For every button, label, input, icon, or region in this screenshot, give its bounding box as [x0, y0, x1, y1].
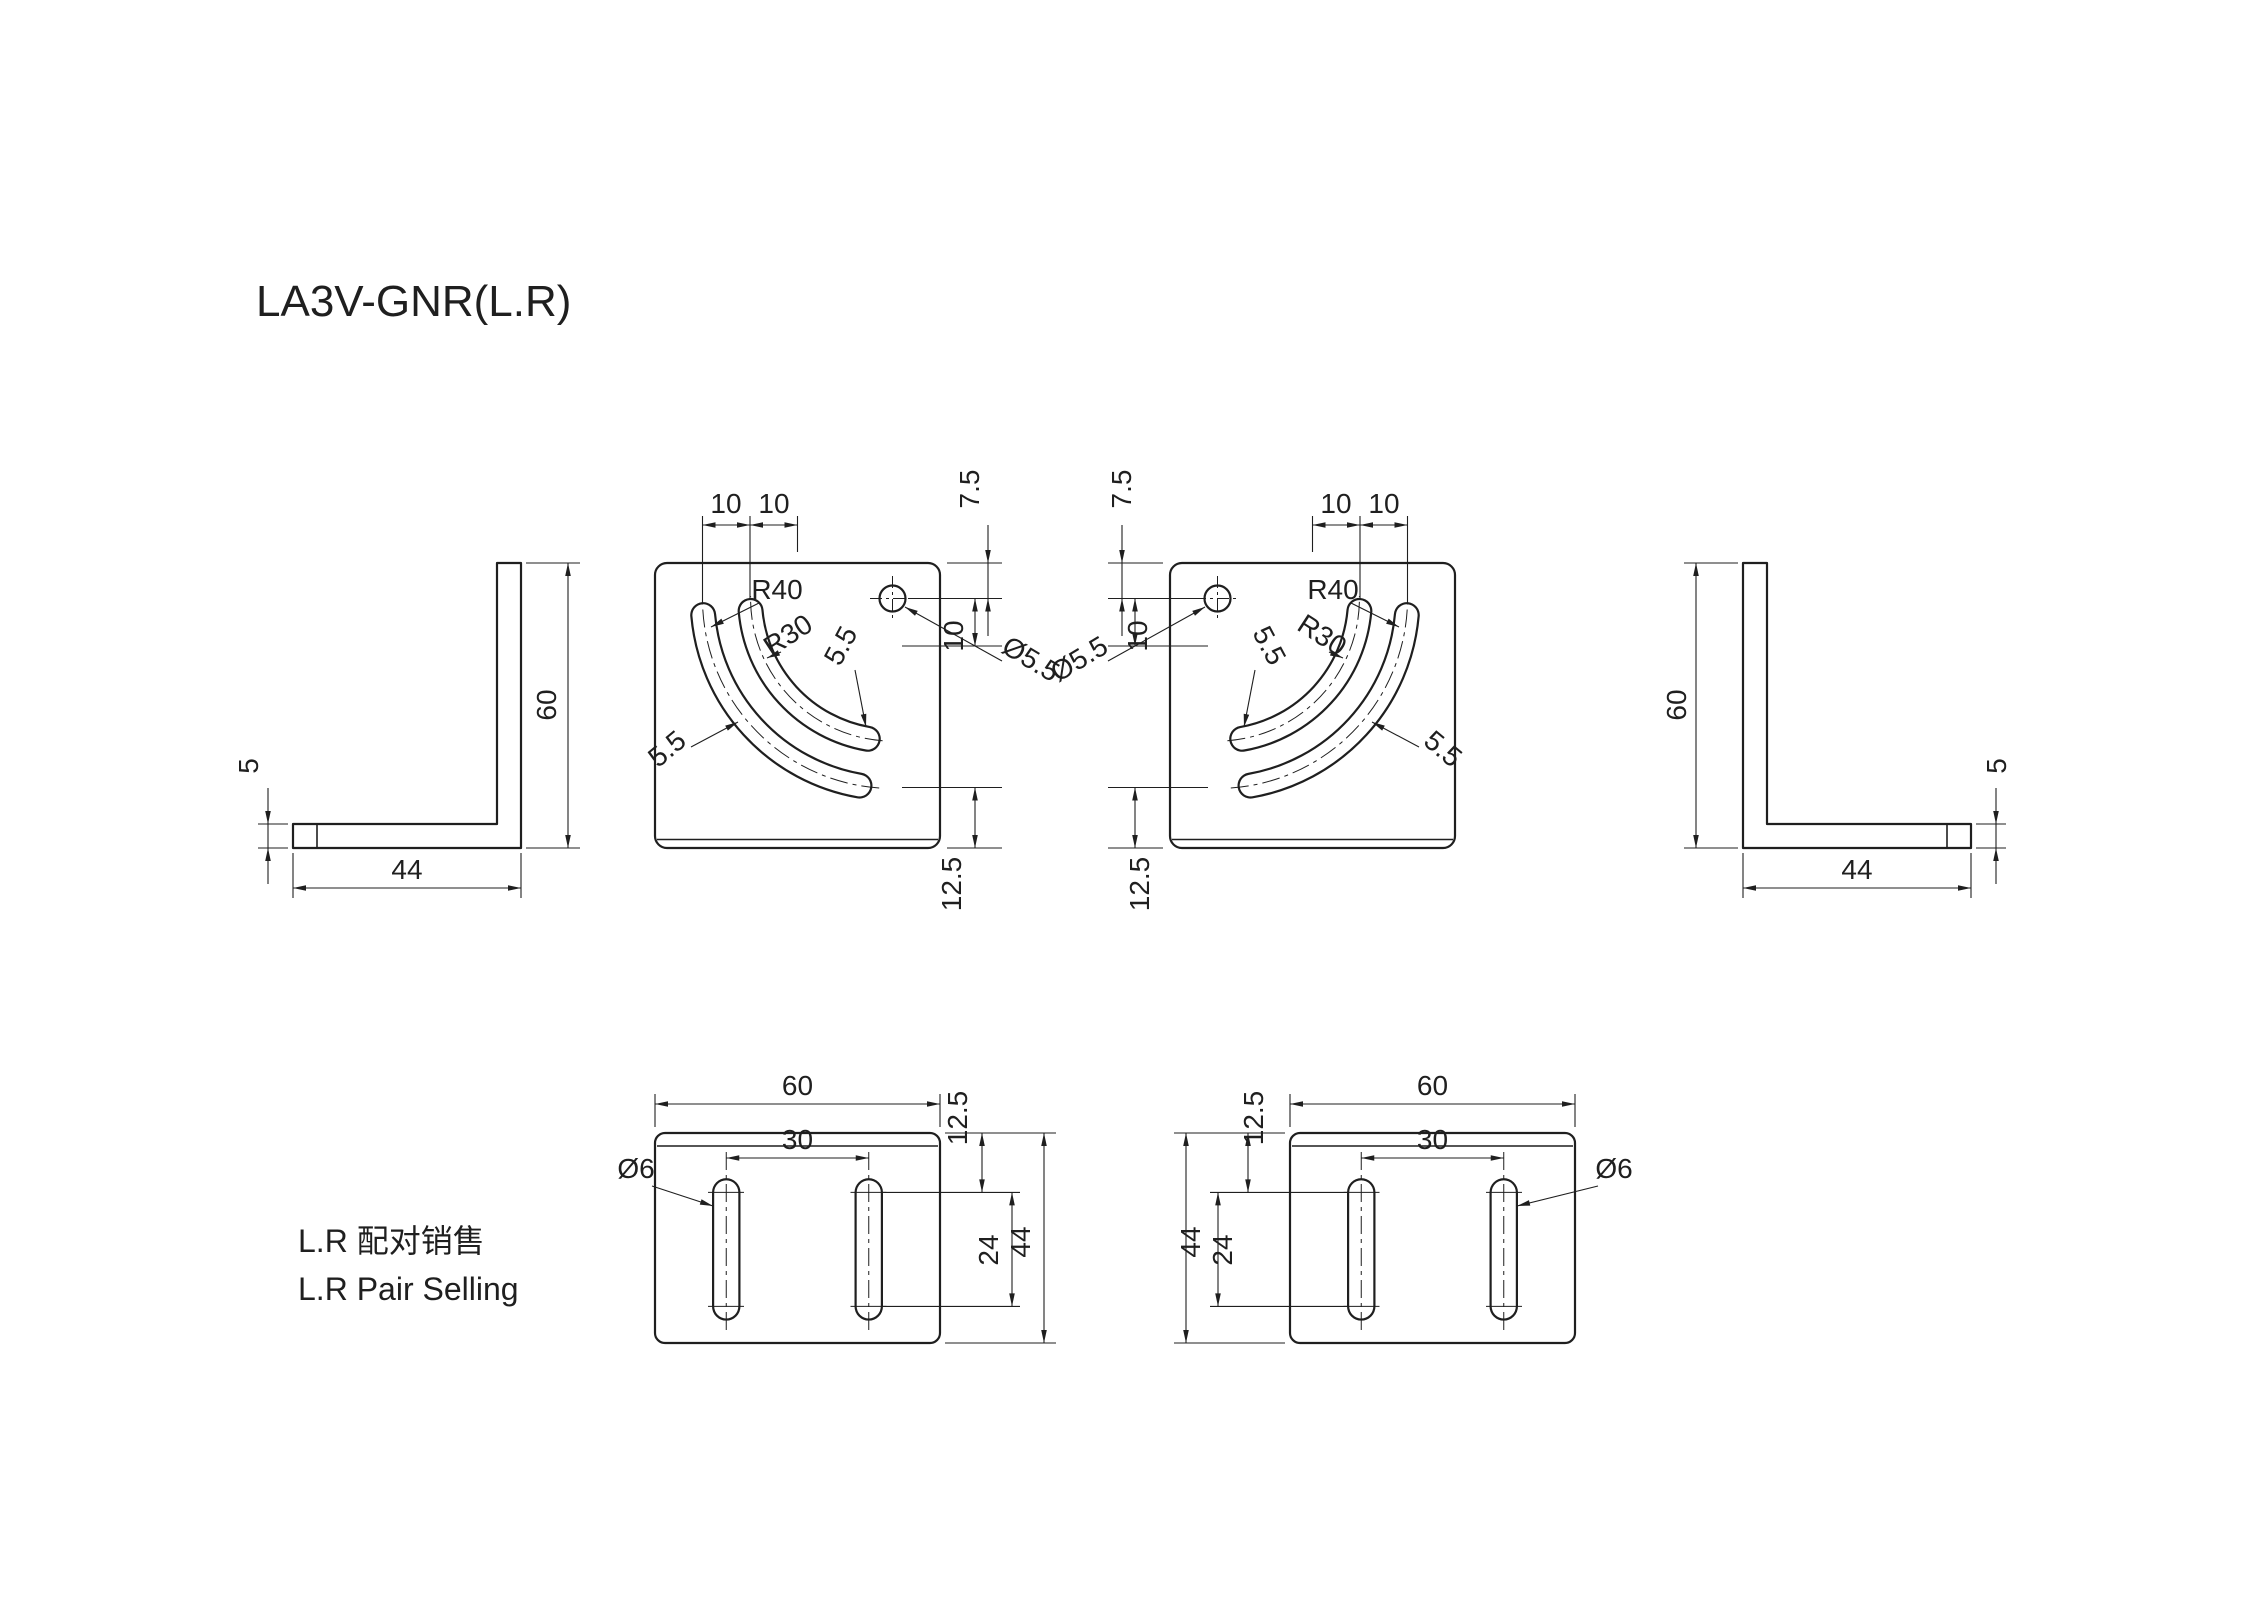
- dim-slot-spacing-30: 30: [1361, 1124, 1504, 1161]
- dim-base-label: 44: [1841, 854, 1872, 885]
- leader-r40: R40: [1307, 574, 1400, 628]
- dim-spacing-label: 30: [782, 1124, 813, 1155]
- dim-bottom-12-5: 12.5: [902, 786, 1002, 912]
- dim-ten-label: 10: [1122, 620, 1153, 651]
- plate-outline: [1168, 561, 1457, 850]
- dim-offset-7-5: 7.5: [1106, 470, 1202, 636]
- dim-ten-label: 10: [1368, 488, 1399, 519]
- pair-note-en: L.R Pair Selling: [298, 1271, 519, 1307]
- dim-spacing-label: 30: [1417, 1124, 1448, 1155]
- side-view-left: 60 5 44: [233, 561, 580, 898]
- dim-twelve-five-label: 12.5: [1124, 857, 1155, 912]
- dim-height-label: 60: [531, 689, 562, 720]
- dim-hole-10: 10: [1108, 598, 1208, 652]
- dim-offset-label: 7.5: [954, 470, 985, 509]
- dim-height-label: 60: [1661, 689, 1692, 720]
- dim-twelve-five-label: 12.5: [1238, 1091, 1269, 1146]
- pair-note-cn: L.R 配对销售: [298, 1223, 485, 1259]
- radius-r40-label: R40: [751, 574, 802, 605]
- dim-ten-label: 10: [758, 488, 789, 519]
- dim-depth-label: 44: [1005, 1226, 1036, 1257]
- dim-twelve-five-label: 12.5: [942, 1091, 973, 1146]
- radius-r40-label: R40: [1307, 574, 1358, 605]
- dim-ten-label: 10: [938, 620, 969, 651]
- dim-depth-44: 44: [945, 1133, 1056, 1344]
- dim-slot-length-label: 24: [973, 1234, 1004, 1265]
- bottom-view-right: 60 30 12.5 24 44 Ø6: [1174, 1070, 1633, 1345]
- leader-r40: R40: [710, 574, 803, 628]
- slot-dia-label: Ø6: [1595, 1153, 1632, 1184]
- dim-top-10-10: 10 10: [701, 488, 799, 603]
- dim-ten-label: 10: [1320, 488, 1351, 519]
- dim-thickness-5: 5: [233, 758, 288, 884]
- bracket-outline: [291, 561, 523, 850]
- base-outline: [1288, 1131, 1577, 1345]
- dim-width-60: 60: [654, 1070, 941, 1127]
- dim-width-label: 60: [782, 1070, 813, 1101]
- dim-width-60: 60: [1289, 1070, 1576, 1127]
- dim-ten-label: 10: [710, 488, 741, 519]
- dim-thickness-label: 5: [1981, 758, 2012, 774]
- dim-height-60: 60: [526, 562, 580, 849]
- dim-bottom-12-5: 12.5: [1108, 786, 1208, 912]
- dim-hole-10: 10: [902, 598, 1002, 652]
- plate-outline: [653, 561, 942, 850]
- dim-depth-44: 44: [1174, 1133, 1285, 1344]
- slot-dia-label: Ø6: [617, 1153, 654, 1184]
- dim-base-44: 44: [292, 853, 522, 898]
- dim-offset-7-5: 7.5: [908, 470, 1002, 636]
- base-outline: [653, 1131, 942, 1345]
- dim-slot-length-label: 24: [1207, 1234, 1238, 1265]
- dim-slot-length-24: 24: [1207, 1192, 1348, 1307]
- arc-centerline-r30: [750, 595, 883, 742]
- drawing-title: LA3V-GNR(L.R): [256, 277, 571, 326]
- dim-slot-length-24: 24: [882, 1192, 1020, 1307]
- dim-base-44: 44: [1742, 853, 1972, 898]
- dim-thickness-5: 5: [1976, 758, 2012, 884]
- dim-slot-spacing-30: 30: [726, 1124, 869, 1161]
- dim-height-60: 60: [1661, 562, 1738, 849]
- dim-twelve-five-label: 12.5: [936, 857, 967, 912]
- leader-slot-dia-6: Ø6: [1516, 1153, 1633, 1207]
- dim-slot-top-12-5: 12.5: [882, 1091, 1056, 1193]
- dim-top-10-10: 10 10: [1311, 488, 1409, 603]
- dim-width-label: 60: [1417, 1070, 1448, 1101]
- arc-centerline-r40: [1230, 595, 1409, 789]
- dim-depth-label: 44: [1175, 1226, 1206, 1257]
- dim-offset-label: 7.5: [1106, 470, 1137, 509]
- leader-slot-dia-6: Ø6: [617, 1153, 714, 1207]
- arc-centerline-r30: [1227, 595, 1360, 742]
- bottom-view-left: 60 30 12.5 24 44 Ø6: [617, 1070, 1056, 1345]
- bracket-outline: [1741, 561, 1973, 850]
- side-view-right: 60 5 44: [1661, 561, 2012, 898]
- dim-base-label: 44: [391, 854, 422, 885]
- arc-centerline-r40: [701, 595, 880, 789]
- dim-slot-top-12-5: 12.5: [1174, 1091, 1348, 1193]
- dim-thickness-label: 5: [233, 758, 264, 774]
